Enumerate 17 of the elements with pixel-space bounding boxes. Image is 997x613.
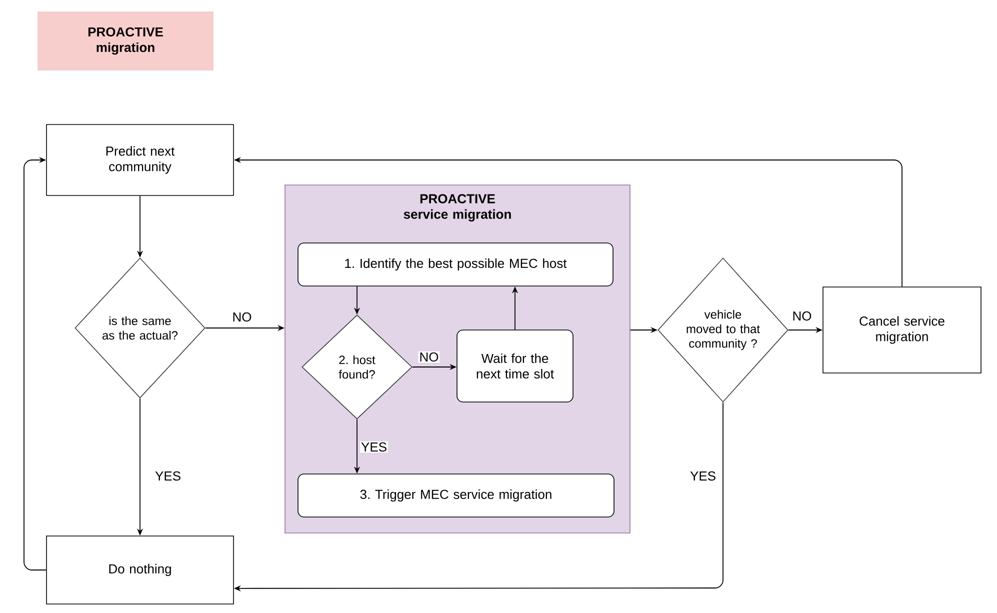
process-box: Wait for the next time slot [456,330,574,402]
process-box: Cancel service migration [822,286,982,374]
panel-heading: PROACTIVE service migration [404,194,511,222]
title-box: PROACTIVE migration [38,12,214,70]
decision-text: vehicle moved to that community ? [686,310,760,350]
process-box: 1. Identify the best possible MEC host [298,242,614,286]
edge-label: NO [793,311,812,321]
edge-label: YES [155,471,180,481]
process-box: Do nothing [46,536,234,604]
process-box: Predict next community [46,124,234,196]
process-box: 3. Trigger MEC service migration [298,474,614,518]
edge-label: NO [233,312,252,322]
arrow [24,156,47,570]
decision-text: 2. host found? [338,355,376,379]
edge-label: YES [360,441,388,453]
decision-text: is the same as the actual? [102,316,178,340]
edge-label: YES [690,471,716,481]
